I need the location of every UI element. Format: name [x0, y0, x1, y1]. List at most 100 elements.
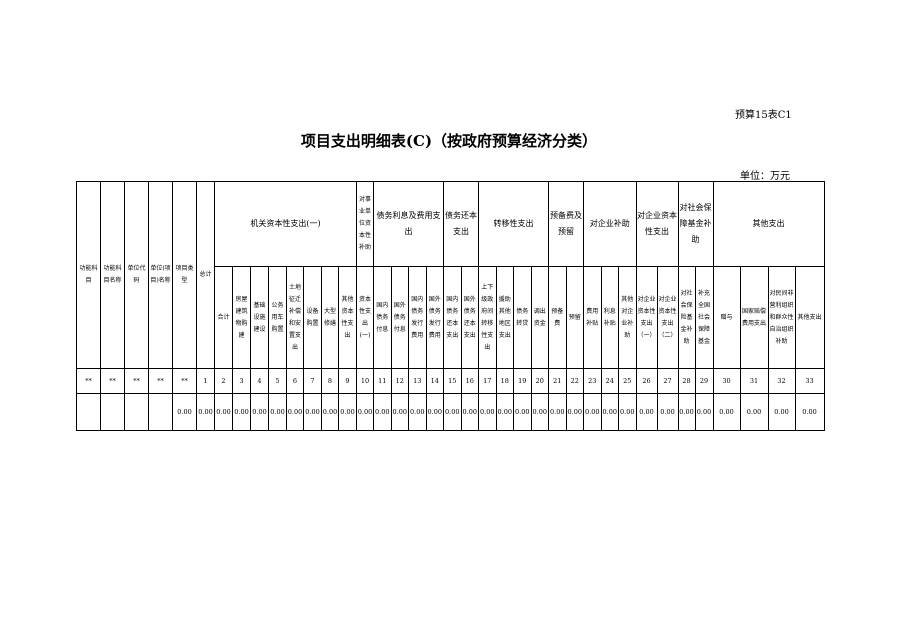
column-header: 调出资金: [530, 266, 549, 369]
table-cell: 0.00: [425, 393, 444, 431]
table-code: 预算15表C1: [735, 110, 792, 121]
header-row-subcolumns: 合计房屋建筑物购建基础设施建设公务用车购置土地征迁补偿和安置支出设备购置大型修缮…: [77, 266, 825, 369]
column-code: **: [148, 368, 173, 394]
column-header: 对企业资本性支出（二）: [656, 266, 679, 369]
column-header: 对民间非营利组织和群众性自治组织补助: [767, 266, 796, 369]
column-code: 4: [250, 368, 269, 394]
table-cell: 0.00: [794, 393, 825, 431]
column-header: 其他支出: [794, 266, 825, 369]
column-code: 16: [460, 368, 479, 394]
column-header: 对企业资本性支出（一）: [635, 266, 658, 369]
table-cell: 0.00: [321, 393, 339, 431]
group-header: 债务利息及费用支出: [373, 181, 444, 267]
column-code: 29: [694, 368, 714, 394]
group-header: 其他支出: [712, 181, 825, 267]
table-cell: 0.00: [656, 393, 679, 431]
table-cell: 0.00: [356, 393, 374, 431]
expenditure-table: 功能科目功能科目名称单位代码单位(项目)名称项目类型总计机关资本性支出(一)对事…: [76, 181, 825, 431]
column-header: 项目类型: [172, 181, 197, 369]
column-header: 功能科目名称: [100, 181, 125, 369]
table-cell: 0.00: [338, 393, 357, 431]
table-cell: [100, 393, 125, 431]
table-cell: 0.00: [548, 393, 567, 431]
table-cell: [124, 393, 149, 431]
column-code: 28: [677, 368, 696, 394]
table-cell: 0.00: [565, 393, 584, 431]
column-code: 7: [303, 368, 322, 394]
column-header: 功能科目: [76, 181, 101, 369]
column-code: 27: [656, 368, 679, 394]
column-header: 对社会保险基金补助: [677, 266, 696, 369]
table-cell: [148, 393, 173, 431]
column-code: 6: [286, 368, 304, 394]
column-code: 24: [600, 368, 619, 394]
group-header: 转移性支出: [478, 181, 549, 267]
column-code: 9: [338, 368, 357, 394]
table-cell: 0.00: [635, 393, 658, 431]
column-code: **: [124, 368, 149, 394]
column-header: 合计: [214, 266, 233, 369]
table-cell: 0.00: [196, 393, 215, 431]
column-header: 国外债务付息: [390, 266, 409, 369]
table-cell: 0.00: [583, 393, 602, 431]
table-cell: 0.00: [286, 393, 304, 431]
column-code: 25: [618, 368, 637, 394]
column-code: 20: [530, 368, 549, 394]
column-code: **: [76, 368, 101, 394]
table-cell: 0.00: [214, 393, 233, 431]
column-header: 公务用车购置: [268, 266, 287, 369]
table-cell: 0.00: [172, 393, 197, 431]
table-cell: 0.00: [373, 393, 392, 431]
column-header: 国内债务发行费用: [408, 266, 427, 369]
column-header: 预备费: [548, 266, 567, 369]
column-header: 国内债务付息: [373, 266, 392, 369]
column-code: 14: [425, 368, 444, 394]
column-code: 1: [196, 368, 215, 394]
column-header: 单位(项目)名称: [148, 181, 173, 369]
column-header: 其他资本性支出: [338, 266, 357, 369]
column-code: 15: [443, 368, 462, 394]
column-code: 11: [373, 368, 392, 394]
column-code: 13: [408, 368, 427, 394]
column-header: 国家赔偿费用支出: [739, 266, 769, 369]
column-header: 土地征迁补偿和安置支出: [286, 266, 304, 369]
table-cell: 0.00: [530, 393, 549, 431]
table-cell: [76, 393, 101, 431]
table-cell: 0.00: [600, 393, 619, 431]
column-code: 8: [321, 368, 339, 394]
column-header: 国外债务发行费用: [425, 266, 444, 369]
column-code: **: [172, 368, 197, 394]
table-cell: 0.00: [232, 393, 251, 431]
group-header: 债务还本支出: [443, 181, 479, 267]
column-code: 32: [767, 368, 796, 394]
table-cell: 0.00: [677, 393, 696, 431]
column-code: 12: [390, 368, 409, 394]
column-code: 21: [548, 368, 567, 394]
column-header: 利息补贴: [600, 266, 619, 369]
unit-label: 单位：万元: [740, 171, 790, 182]
page-title: 项目支出明细表(C)（按政府预算经济分类）: [300, 132, 598, 150]
table-cell: 0.00: [443, 393, 462, 431]
column-header: 补充全国社会保障基金: [694, 266, 714, 369]
table-cell: 0.00: [767, 393, 796, 431]
column-header: 大型修缮: [321, 266, 339, 369]
column-header: 房屋建筑物购建: [232, 266, 251, 369]
column-code: 22: [565, 368, 584, 394]
column-code: 17: [478, 368, 497, 394]
group-header: 对社会保障基金补助: [677, 181, 714, 267]
column-code: 19: [513, 368, 532, 394]
column-code: 31: [739, 368, 769, 394]
column-code: 5: [268, 368, 287, 394]
column-code: 33: [794, 368, 825, 394]
column-header: 单位代码: [124, 181, 149, 369]
column-code: 30: [712, 368, 741, 394]
group-header: 预备费及预留: [548, 181, 584, 267]
column-header: 资本性支出(一): [356, 266, 374, 369]
column-header: 其他对企业补助: [618, 266, 637, 369]
table-cell: 0.00: [250, 393, 269, 431]
column-code: 23: [583, 368, 602, 394]
table-cell: 0.00: [739, 393, 769, 431]
column-code: 26: [635, 368, 658, 394]
